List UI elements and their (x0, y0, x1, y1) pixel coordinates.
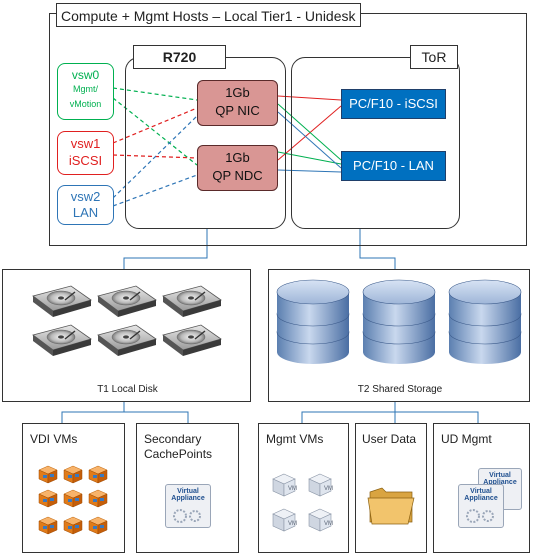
ndc-to-iscsi (277, 105, 342, 161)
vsw2-to-ndc (112, 174, 198, 207)
local-to-tiles (61, 402, 125, 424)
vsw2-sub1: LAN (72, 205, 99, 220)
shared-storage-label: T2 Shared Storage (357, 384, 443, 395)
folder-icon (367, 487, 415, 525)
ndc-to-lan-green (277, 151, 342, 165)
vsw1-name: vsw1 (70, 136, 101, 151)
vsw0-to-nic (112, 87, 198, 101)
shared-to-udmgmt (395, 411, 479, 424)
tile-vdi-vms-title: VDI VMs (30, 432, 78, 446)
hard-drive-icon (32, 324, 92, 357)
vsw2-name: vsw2 (70, 189, 101, 204)
vm-cube-icon (63, 465, 83, 484)
host-to-local-disk (123, 229, 208, 270)
nic-to-lan-blue (277, 111, 342, 169)
tile-secondary-cachepoints-title: Secondary CachePoints (144, 432, 213, 461)
tile-mgmt-vms-title: Mgmt VMs (266, 432, 324, 446)
vsw0-box: vsw0 Mgmt/ vMotion (57, 63, 114, 120)
switch-iscsi: PC/F10 - iSCSI (341, 89, 446, 119)
tile-user-data: User Data (355, 423, 427, 553)
vm-cube-icon (88, 516, 108, 535)
vsw2-box: vsw2 LAN (57, 185, 114, 225)
tor-label: ToR (410, 45, 458, 69)
hard-drive-icon (32, 285, 92, 318)
vsw0-to-ndc (112, 97, 198, 166)
database-icon (276, 279, 350, 365)
local-disk-label: T1 Local Disk (97, 384, 158, 395)
gear-icon (173, 509, 201, 523)
vm-cube-icon (63, 516, 83, 535)
appliance-label: Virtual (470, 488, 492, 495)
vm-cube-icon (38, 465, 58, 484)
tile-ud-mgmt-title: UD Mgmt (441, 432, 492, 446)
appliance-label: Appliance (171, 495, 205, 502)
r720-label: R720 (133, 45, 226, 69)
tile-ud-mgmt: UD Mgmt Virtual Appliance Virtual Applia… (433, 423, 530, 553)
appliance-label: Virtual (489, 472, 511, 479)
hard-drive-icon (97, 324, 157, 357)
hard-drive-icon (97, 285, 157, 318)
tile-mgmt-vms: Mgmt VMs VM VM VM VM (258, 423, 349, 553)
shared-storage-panel: T2 Shared Storage (268, 269, 530, 402)
nic-to-iscsi (277, 95, 342, 101)
nic-to-lan-green (277, 103, 342, 161)
virtual-appliance-icon: Virtual Appliance (165, 484, 211, 528)
vm-cube-icon (38, 489, 58, 508)
tor-rack (291, 57, 460, 229)
mgmt-vm-grid (272, 473, 332, 532)
host-to-shared-storage (359, 229, 396, 270)
vm-label: VM (288, 486, 297, 492)
vsw0-name: vsw0 (71, 68, 100, 82)
qp-nic-name: QP NIC (215, 103, 260, 118)
shared-to-mgmt (301, 402, 396, 424)
vm-cube-icon (308, 473, 332, 497)
vm-label: VM (288, 521, 297, 527)
appliance-label: Appliance (464, 495, 498, 502)
qp-nic: 1Gb QP NIC (197, 80, 278, 126)
vsw0-sub2: vMotion (69, 99, 102, 109)
vdi-vm-grid (38, 465, 108, 535)
database-icon (448, 279, 522, 365)
vm-cube-icon (308, 508, 332, 532)
appliance-label: Appliance (483, 479, 517, 486)
vsw1-box: vsw1 iSCSI (57, 131, 114, 175)
hard-drive-icon (162, 324, 222, 357)
appliance-label: Virtual (177, 488, 199, 495)
hosts-frame-title: Compute + Mgmt Hosts – Local Tier1 - Uni… (56, 3, 361, 27)
vm-cube-icon (272, 473, 296, 497)
vm-cube-icon (88, 465, 108, 484)
local-to-cache (124, 411, 189, 424)
vm-cube-icon (63, 489, 83, 508)
vm-label: VM (324, 486, 333, 492)
qp-nic-speed: 1Gb (225, 85, 250, 100)
ndc-to-lan-blue (277, 169, 342, 173)
vsw1-to-nic (112, 107, 198, 144)
vsw0-sub1: Mgmt/ (72, 84, 98, 94)
tile-vdi-vms: VDI VMs (22, 423, 125, 553)
vm-cube-icon (88, 489, 108, 508)
vsw2-to-nic (112, 115, 198, 199)
vm-label: VM (324, 521, 333, 527)
database-icon (362, 279, 436, 365)
qp-ndc: 1Gb QP NDC (197, 145, 278, 191)
qp-ndc-speed: 1Gb (225, 150, 250, 165)
tile-secondary-cachepoints: Secondary CachePoints Virtual Appliance (136, 423, 239, 553)
hard-drive-icon (162, 285, 222, 318)
qp-ndc-name: QP NDC (212, 168, 263, 183)
virtual-appliance-icon: Virtual Appliance (458, 484, 504, 528)
switch-lan: PC/F10 - LAN (341, 151, 446, 181)
vsw1-sub1: iSCSI (68, 153, 103, 168)
tile-user-data-title: User Data (362, 432, 417, 446)
gear-icon (466, 509, 494, 523)
vm-cube-icon (38, 516, 58, 535)
local-disk-panel: T1 Local Disk (2, 269, 251, 402)
vm-cube-icon (272, 508, 296, 532)
